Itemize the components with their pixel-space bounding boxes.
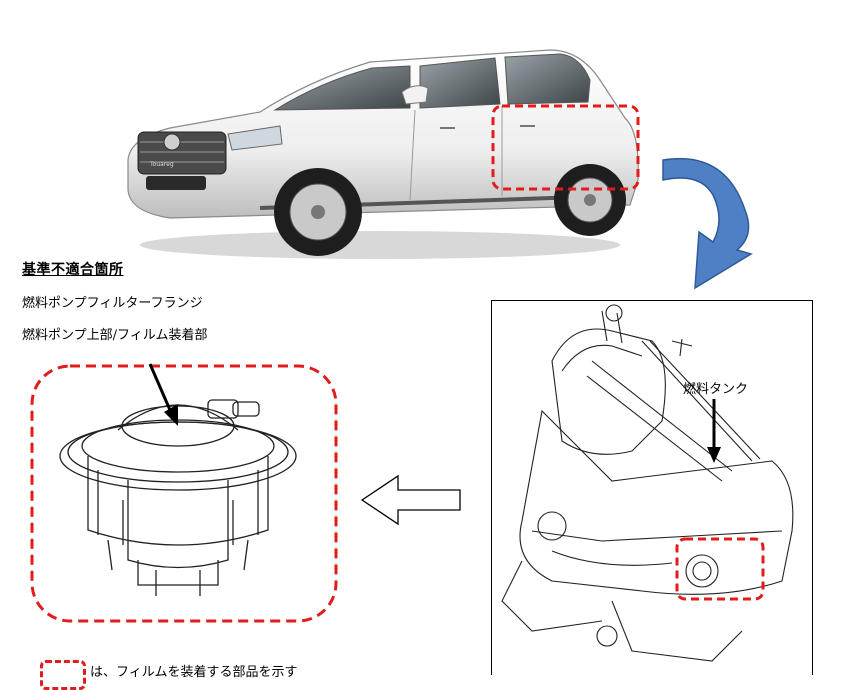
vehicle-photo: Touareg xyxy=(127,49,640,259)
pointer-arrow-icon xyxy=(148,363,178,426)
vehicle-badge: Touareg xyxy=(149,161,174,168)
legend-caption: は、フィルムを装着する部品を示す xyxy=(90,665,298,680)
section-title: 基準不適合箇所 xyxy=(22,262,124,278)
part-line-1: 燃料ポンプフィルターフランジ xyxy=(22,296,203,311)
legend-sample-box xyxy=(40,660,86,690)
vehicle-highlight-box xyxy=(491,104,640,191)
hollow-left-arrow-icon xyxy=(360,474,461,526)
pump-highlight-box xyxy=(30,364,338,623)
fuel-pump-diagram xyxy=(30,363,338,623)
tank-highlight-box xyxy=(675,537,765,601)
part-line-2: 燃料ポンプ上部/フィルム装着部 xyxy=(22,328,208,343)
fuel-tank-label: 燃料タンク xyxy=(683,382,749,397)
fuel-tank-figure xyxy=(491,300,813,675)
curved-arrow-icon xyxy=(662,157,753,290)
